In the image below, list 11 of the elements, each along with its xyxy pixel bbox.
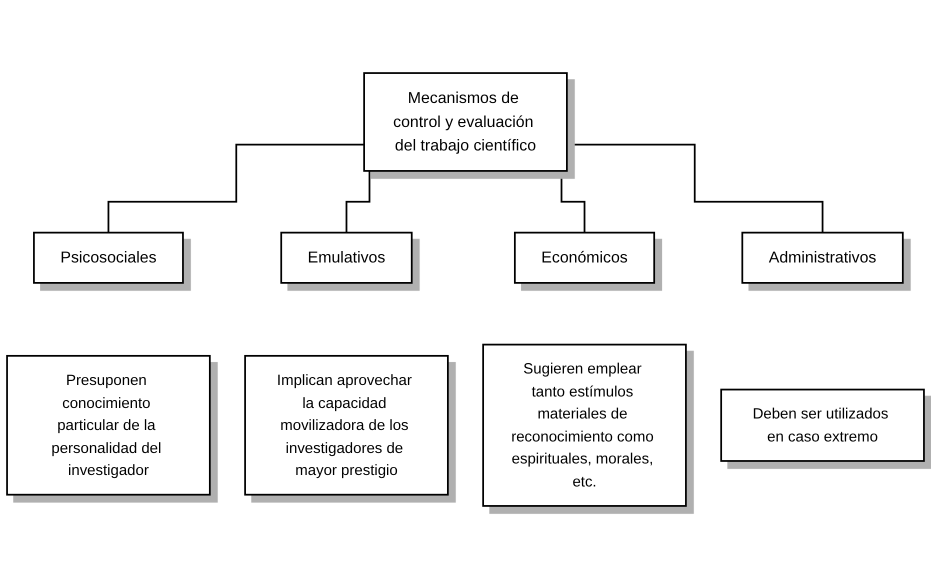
node-box: Emulativos	[280, 232, 413, 284]
node-box: Mecanismos de control y evaluación del trabajo científico	[363, 72, 568, 172]
connector	[566, 144, 824, 234]
node-box: Deben ser utilizados en caso extremo	[720, 388, 925, 462]
node-box: Administrativos	[741, 232, 904, 284]
connector	[108, 144, 364, 234]
node-box: Sugieren emplear tanto estímulos materiales de reconocimiento como espirituales, morales, etc.	[482, 344, 687, 507]
node-box: Implican aprovechar la capacidad movilizadora de los investigadores de mayor prestigio	[244, 354, 449, 496]
node-box: Económicos	[514, 232, 656, 284]
node-box: Psicosociales	[33, 232, 184, 284]
node-box: Presuponen conocimiento particular de la personalidad del investigador	[6, 354, 211, 496]
